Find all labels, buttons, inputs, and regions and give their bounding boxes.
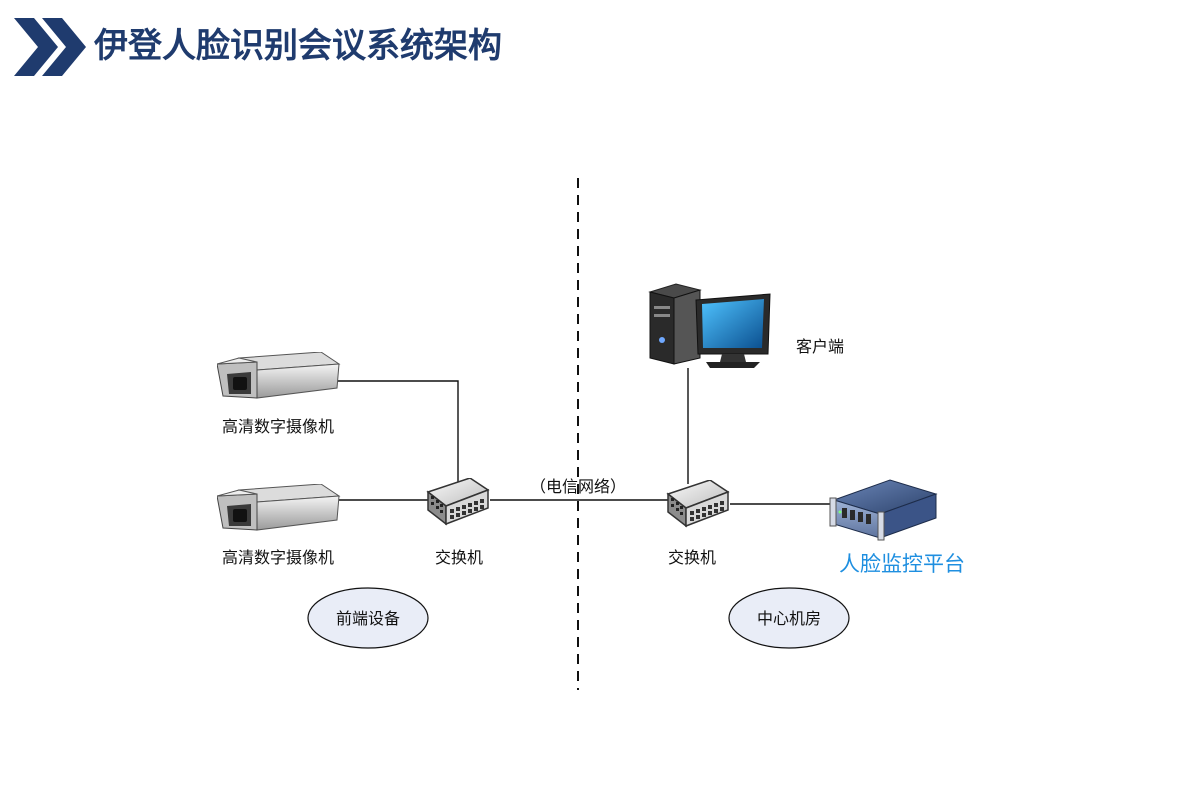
network-switch-icon: [667, 480, 729, 527]
double-chevron-right-icon: [14, 18, 86, 76]
desktop-computer-icon: [648, 283, 771, 368]
camera-2-label: 高清数字摄像机: [222, 548, 334, 567]
zone-front-badge: 前端设备: [307, 587, 429, 649]
page-title: 伊登人脸识别会议系统架构: [94, 26, 502, 66]
zone-front-label: 前端设备: [336, 609, 400, 628]
rack-server-icon: [829, 479, 938, 541]
client-label: 客户端: [796, 337, 844, 356]
switch-center-label: 交换机: [668, 548, 716, 567]
header: 伊登人脸识别会议系统架构: [0, 0, 1200, 90]
edge-camera1-switch-front: [338, 380, 459, 486]
connections: [338, 368, 832, 505]
zone-center-badge: 中心机房: [728, 587, 850, 649]
surveillance-camera-icon: [217, 352, 340, 399]
surveillance-camera-icon: [217, 484, 340, 531]
network-switch-icon: [427, 478, 489, 525]
zone-center-label: 中心机房: [757, 609, 821, 628]
platform-label: 人脸监控平台: [839, 552, 965, 576]
switch-front-label: 交换机: [435, 548, 483, 567]
network-label: （电信网络）: [530, 477, 626, 496]
camera-1-label: 高清数字摄像机: [222, 417, 334, 436]
